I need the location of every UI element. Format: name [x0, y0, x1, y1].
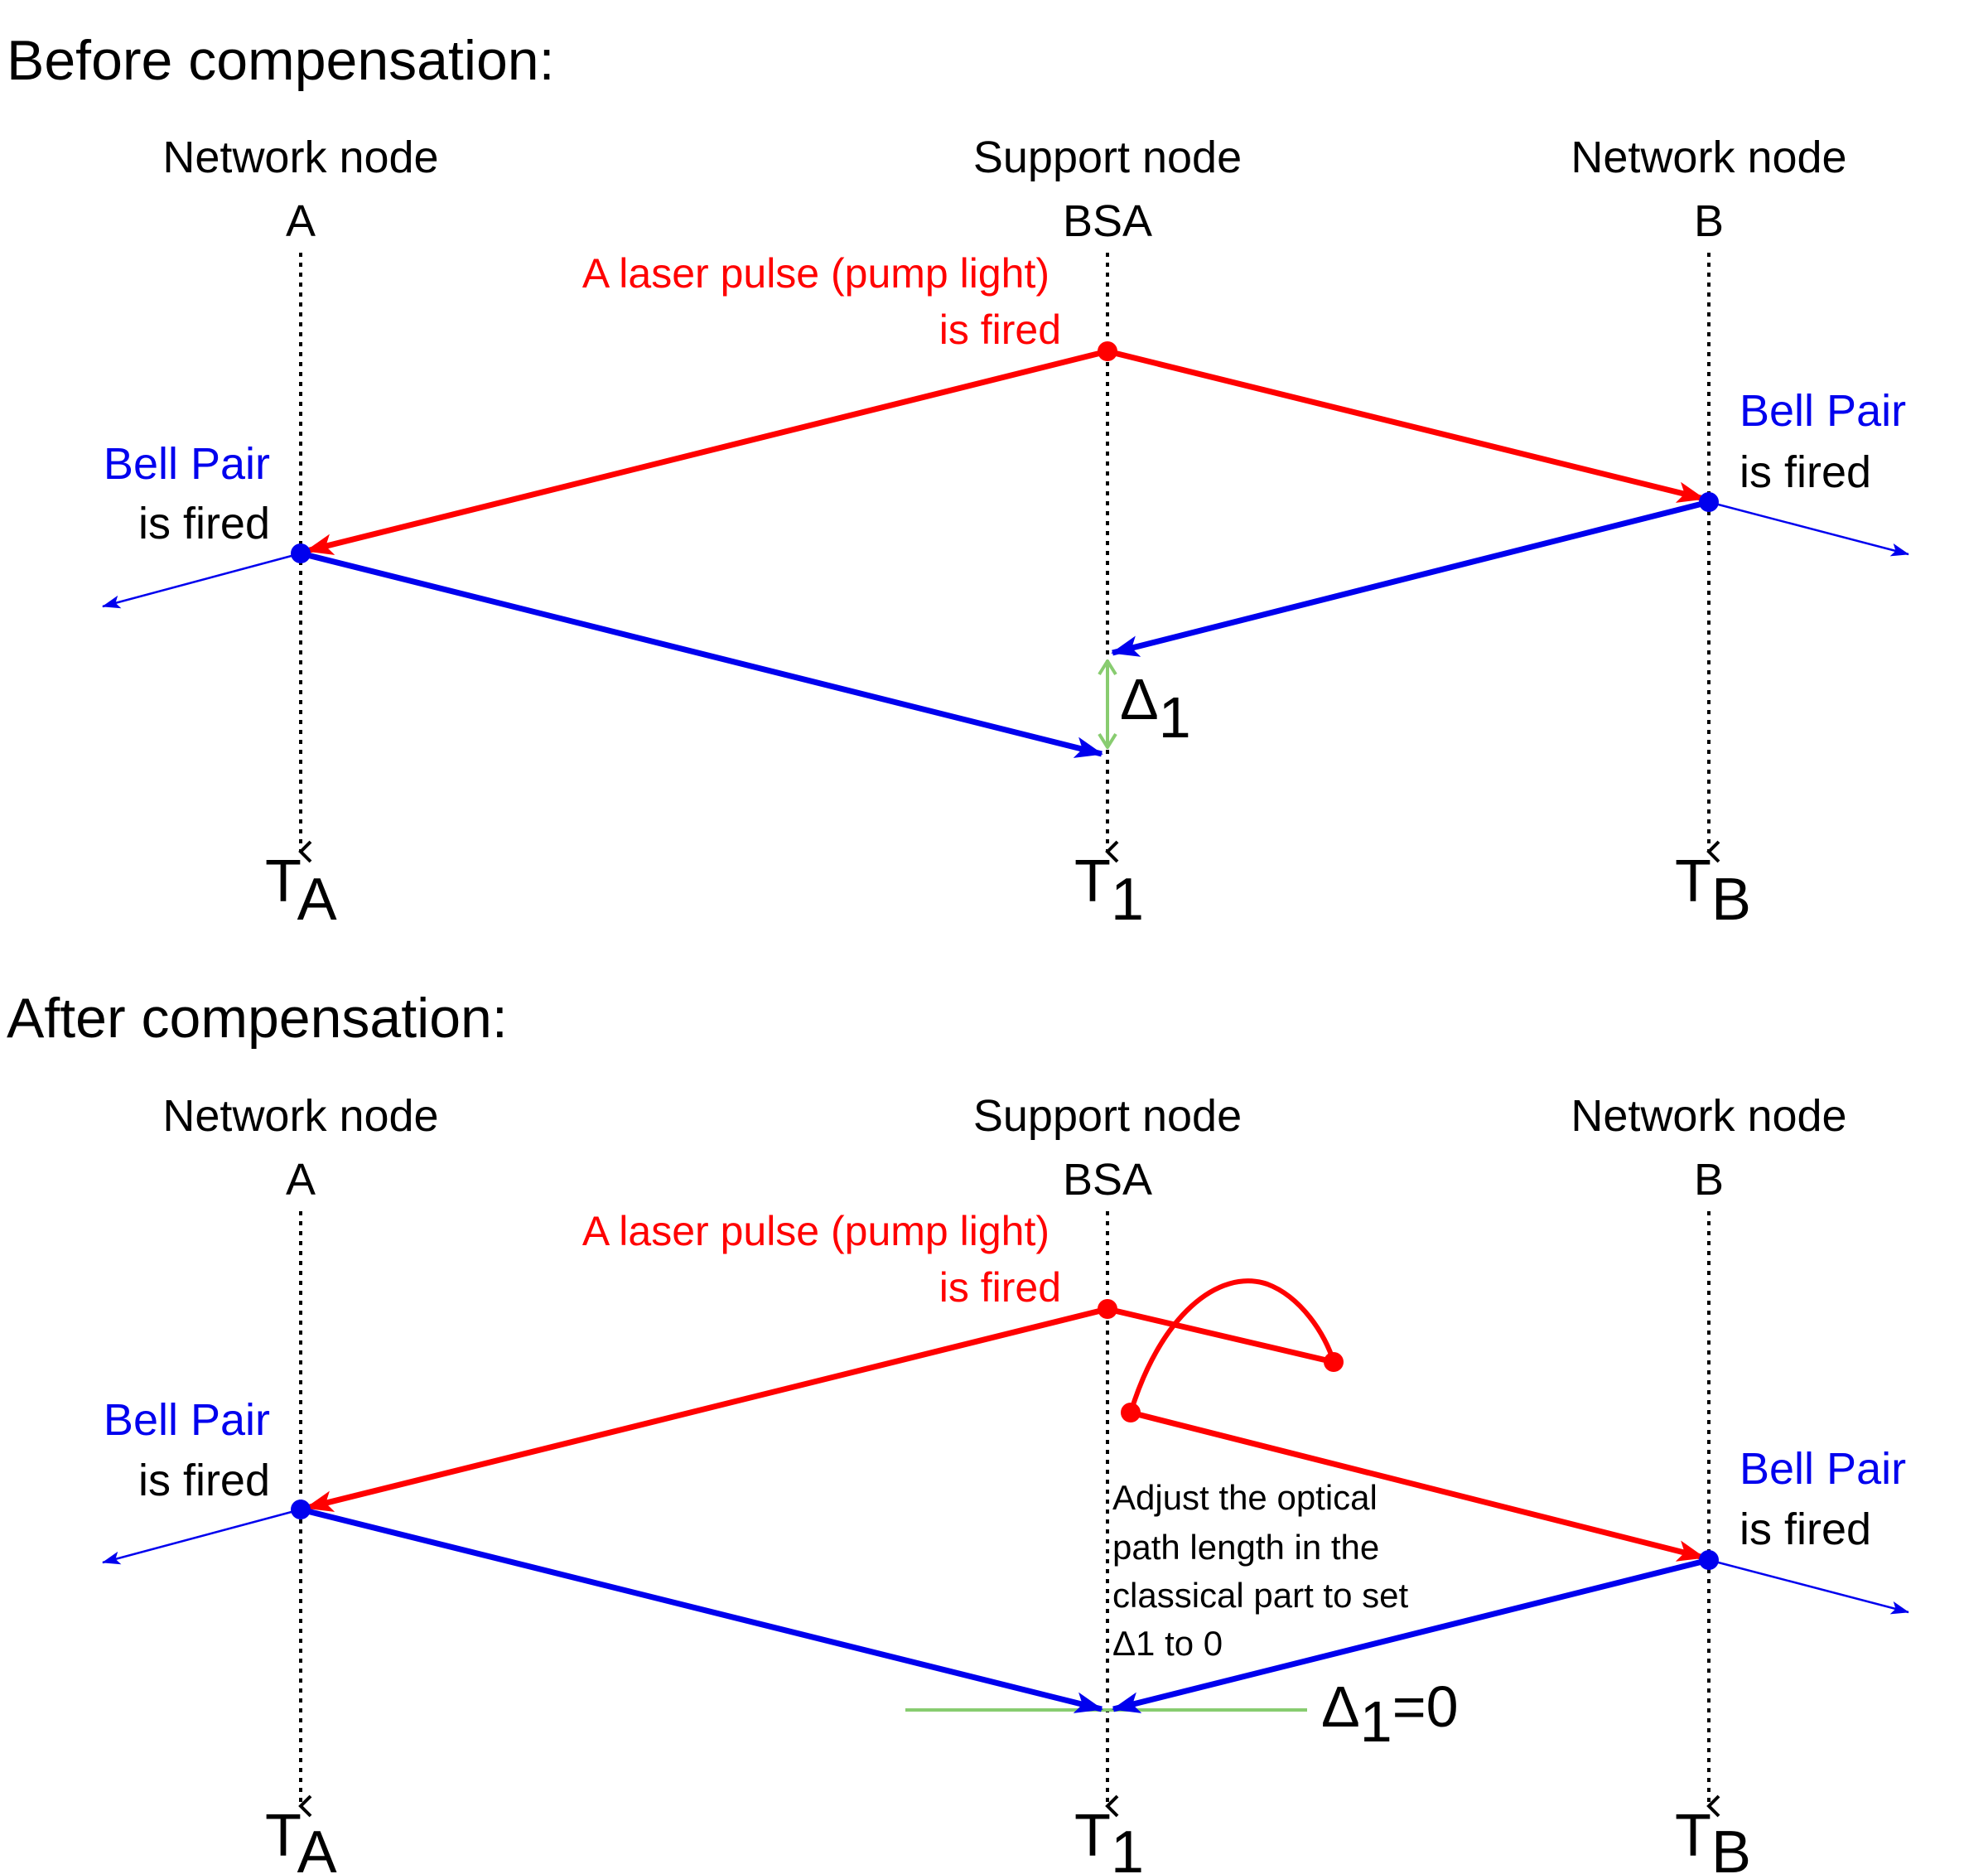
after-node-a-name: A: [286, 1155, 316, 1205]
after-node-bsa-name: BSA: [1063, 1155, 1152, 1205]
before-delta-label: Δ1: [1120, 667, 1191, 750]
after-bell-b-label-line1: Bell Pair: [1740, 1444, 1906, 1494]
before-photon-b-to-bsa-arrow: [1111, 499, 1710, 657]
after-pump-fire-dot: [1098, 1299, 1117, 1319]
after-photon-b-outgoing-arrow: [1708, 1558, 1909, 1615]
before-node-a-name: A: [286, 196, 316, 246]
before-node-b-name: B: [1694, 196, 1724, 246]
before-bell-b-label-line2: is fired: [1740, 447, 1871, 497]
after-adjust-note: Adjust the optical path length in the cl…: [1112, 1478, 1418, 1663]
after-adjust-note-line2: path length in the: [1112, 1528, 1379, 1567]
after-bell-a-label-line1: Bell Pair: [104, 1395, 270, 1445]
after-pump-delay-segment-1: [1107, 1306, 1334, 1365]
after-photon-b-to-bsa-arrow: [1112, 1557, 1710, 1713]
before-bell-a-label-line1: Bell Pair: [104, 439, 270, 489]
before-laser-label-line1: A laser pulse (pump light): [582, 250, 1049, 297]
after-node-b-name: B: [1694, 1155, 1724, 1205]
before-photon-a-to-bsa-arrow: [300, 550, 1103, 758]
after-delay-start-dot: [1121, 1403, 1141, 1422]
after-bell-b-dot: [1699, 1550, 1719, 1570]
after-bell-a-dot: [291, 1500, 311, 1519]
after-time-label-bsa: T1: [1074, 1803, 1144, 1874]
after-node-a-role: Network node: [162, 1091, 438, 1141]
after-pump-to-a-arrow: [305, 1306, 1108, 1512]
before-panel: Before compensation: Network node A Supp…: [7, 29, 1909, 933]
after-delta-label: Δ1=0: [1321, 1674, 1459, 1754]
before-bell-b-label-line1: Bell Pair: [1740, 386, 1906, 436]
before-title: Before compensation:: [7, 29, 555, 92]
before-laser-label-line2: is fired: [939, 307, 1061, 353]
after-node-bsa-role: Support node: [973, 1091, 1242, 1141]
after-time-label-b: TB: [1675, 1803, 1751, 1874]
before-node-a-role: Network node: [162, 133, 438, 182]
after-panel: After compensation: Network node A Suppo…: [7, 987, 1909, 1874]
before-time-label-bsa: T1: [1074, 848, 1144, 933]
after-delay-end-dot: [1324, 1352, 1344, 1372]
before-bell-a-dot: [291, 543, 311, 563]
before-node-b-role: Network node: [1571, 133, 1846, 182]
before-time-label-a: TA: [265, 848, 337, 933]
after-pump-to-b-arrow: [1130, 1409, 1706, 1562]
after-laser-label-line2: is fired: [939, 1264, 1061, 1311]
before-time-label-b: TB: [1675, 848, 1751, 933]
after-bell-b-label-line2: is fired: [1740, 1505, 1871, 1554]
before-pump-to-b-arrow: [1107, 348, 1706, 503]
after-time-label-a: TA: [265, 1803, 337, 1874]
after-photon-a-to-bsa-arrow: [300, 1506, 1103, 1713]
before-photon-a-outgoing-arrow: [102, 552, 302, 609]
after-node-b-role: Network node: [1571, 1091, 1846, 1141]
after-adjust-note-line4: Δ1 to 0: [1112, 1624, 1223, 1663]
before-bell-b-dot: [1699, 492, 1719, 512]
before-pump-to-a-arrow: [305, 348, 1108, 555]
before-photon-b-outgoing-arrow: [1708, 500, 1909, 557]
after-adjust-note-line1: Adjust the optical: [1112, 1478, 1378, 1517]
before-pump-fire-dot: [1098, 341, 1117, 361]
after-title: After compensation:: [7, 987, 508, 1050]
before-node-bsa-role: Support node: [973, 133, 1242, 182]
before-bell-a-label-line2: is fired: [138, 499, 270, 548]
after-adjust-note-line3: classical part to set: [1112, 1576, 1408, 1615]
after-photon-a-outgoing-arrow: [102, 1508, 302, 1565]
before-node-bsa-name: BSA: [1063, 196, 1152, 246]
after-laser-label-line1: A laser pulse (pump light): [582, 1208, 1049, 1254]
after-bell-a-label-line2: is fired: [138, 1456, 270, 1505]
after-pump-delay-loop: [1128, 1278, 1336, 1413]
